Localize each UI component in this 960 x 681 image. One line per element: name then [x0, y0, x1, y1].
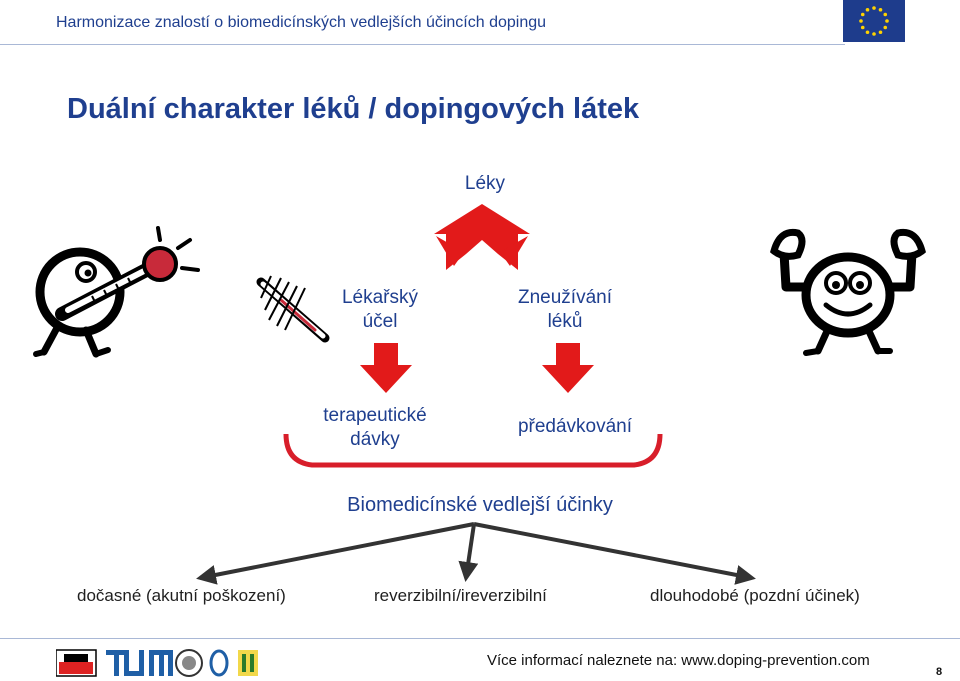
grouping-bracket — [283, 433, 663, 468]
thermometer-character-icon — [33, 226, 200, 358]
side-effects-label: Biomedicínské vedlejší účinky — [347, 494, 613, 516]
down-arrow-left — [360, 343, 412, 393]
drug-abuse-label: Zneužívání léků — [518, 287, 612, 332]
slide-title: Duální charakter léků / dopingových láte… — [67, 93, 640, 125]
thermometer-icon — [256, 275, 330, 343]
overdose-label: předávkování — [517, 416, 633, 437]
strongman-character-icon — [770, 228, 926, 356]
header-divider — [0, 44, 845, 45]
page-number: 8 — [936, 666, 943, 678]
outcome-branches — [196, 522, 756, 585]
footer-divider — [0, 638, 960, 639]
split-arrow — [434, 204, 530, 270]
outcome-long-term: dlouhodobé (pozdní účinek) — [650, 586, 860, 605]
therapeutic-doses-label: terapeutické dávky — [323, 405, 427, 450]
header-title: Harmonizace znalostí o biomedicínských v… — [56, 14, 547, 31]
drugs-label: Léky — [464, 173, 506, 194]
down-arrow-right — [542, 343, 594, 393]
footer-info: Více informací naleznete na: www.doping-… — [487, 652, 870, 669]
eu-flag-icon — [843, 0, 905, 42]
medical-purpose-label: Lékařský účel — [341, 287, 419, 332]
outcome-reversible: reverzibilní/ireverzibilní — [374, 586, 547, 605]
outcome-acute: dočasné (akutní poškození) — [77, 586, 286, 605]
partner-logos-icon — [56, 649, 258, 677]
